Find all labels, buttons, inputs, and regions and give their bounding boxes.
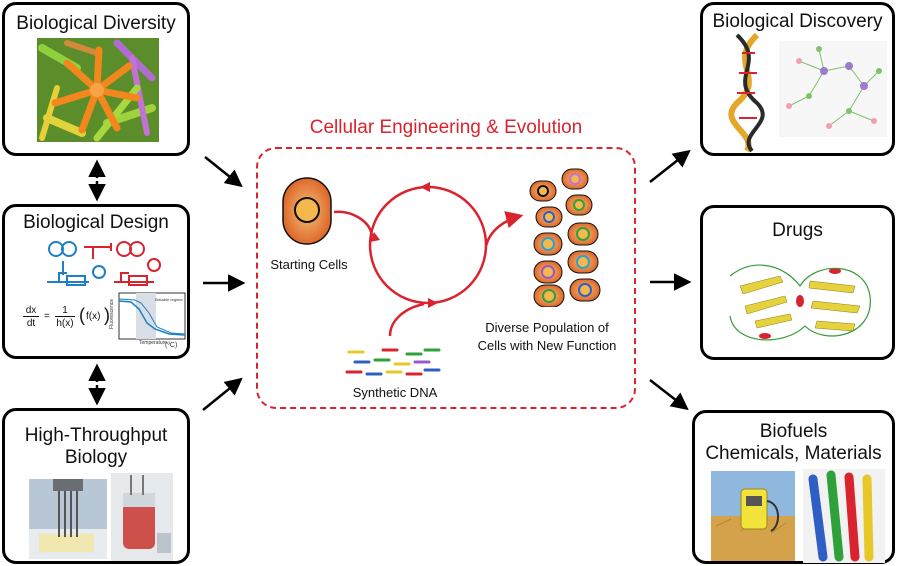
equation-frac-top: 1 bbox=[55, 305, 75, 317]
biofuels-title-line1: Biofuels bbox=[759, 421, 828, 442]
plot-ylabel: Fluorescence bbox=[109, 298, 116, 330]
high-throughput-title-line1: High-Throughput bbox=[24, 425, 168, 446]
biofuels-title-line2: Chemicals, Materials bbox=[705, 443, 882, 464]
arrow-center-to-biofuels bbox=[649, 379, 689, 411]
genetic-circuit-diagram bbox=[47, 241, 161, 286]
design-equation: dx dt = 1 h(x) ( f(x) ) bbox=[19, 303, 111, 343]
synthetic-dna-label: Synthetic DNA bbox=[352, 385, 438, 400]
equation-lhs-bottom: dt bbox=[26, 318, 36, 329]
equation-function: f(x) bbox=[86, 311, 101, 322]
diverse-population-label-line2: Cells with New Function bbox=[477, 338, 617, 353]
biological-diversity-box: Biological Diversity bbox=[2, 2, 190, 156]
liquid-handler-image bbox=[29, 479, 107, 559]
dna-helix-image bbox=[728, 33, 765, 153]
equation-frac-bottom: h(x) bbox=[56, 318, 74, 329]
biofuels-box: Biofuels Chemicals, Materials bbox=[692, 410, 895, 564]
bacteria-microscopy-image bbox=[37, 38, 159, 142]
plot-xlabel: Temperature bbox=[139, 340, 168, 346]
fluorescence-plot bbox=[118, 292, 186, 340]
high-throughput-title-line2: Biology bbox=[64, 447, 128, 468]
center-dashed-frame bbox=[256, 147, 636, 409]
network-graph-image bbox=[779, 41, 887, 137]
drugs-title: Drugs bbox=[772, 220, 823, 241]
starting-cells-label: Starting Cells bbox=[270, 257, 348, 272]
center-title: Cellular Engineering & Evolution bbox=[309, 117, 583, 138]
plot-unit: (ºC) bbox=[165, 342, 178, 349]
equation-equals: = bbox=[44, 311, 50, 322]
high-throughput-box: High-Throughput Biology bbox=[2, 408, 190, 564]
protein-structure-image bbox=[729, 264, 871, 341]
arrow-throughput-to-center bbox=[202, 377, 243, 411]
equation-lhs-top: dx bbox=[23, 305, 39, 317]
evolution-cycle bbox=[333, 182, 524, 337]
arrow-diversity-to-center bbox=[204, 156, 243, 188]
bioreactor-image bbox=[111, 473, 173, 561]
biological-design-box: Biological Design dx dt = 1 h(x) ( f(x) … bbox=[2, 204, 190, 359]
biological-discovery-title: Biological Discovery bbox=[712, 11, 883, 32]
plot-legend: Bistable regime bbox=[155, 297, 183, 302]
biological-design-title: Biological Design bbox=[23, 212, 169, 233]
biological-discovery-box: Biological Discovery bbox=[700, 2, 895, 156]
synthetic-dna-fragments bbox=[345, 348, 441, 376]
starting-cell bbox=[282, 177, 332, 245]
drugs-box: Drugs bbox=[700, 205, 895, 360]
biofuel-pump-image bbox=[711, 471, 795, 561]
biological-diversity-title: Biological Diversity bbox=[16, 13, 176, 34]
test-tubes-image bbox=[803, 469, 885, 563]
diverse-population-label-line1: Diverse Population of bbox=[485, 320, 609, 335]
diverse-cell-population bbox=[529, 168, 601, 307]
arrow-center-to-discovery bbox=[649, 149, 691, 183]
